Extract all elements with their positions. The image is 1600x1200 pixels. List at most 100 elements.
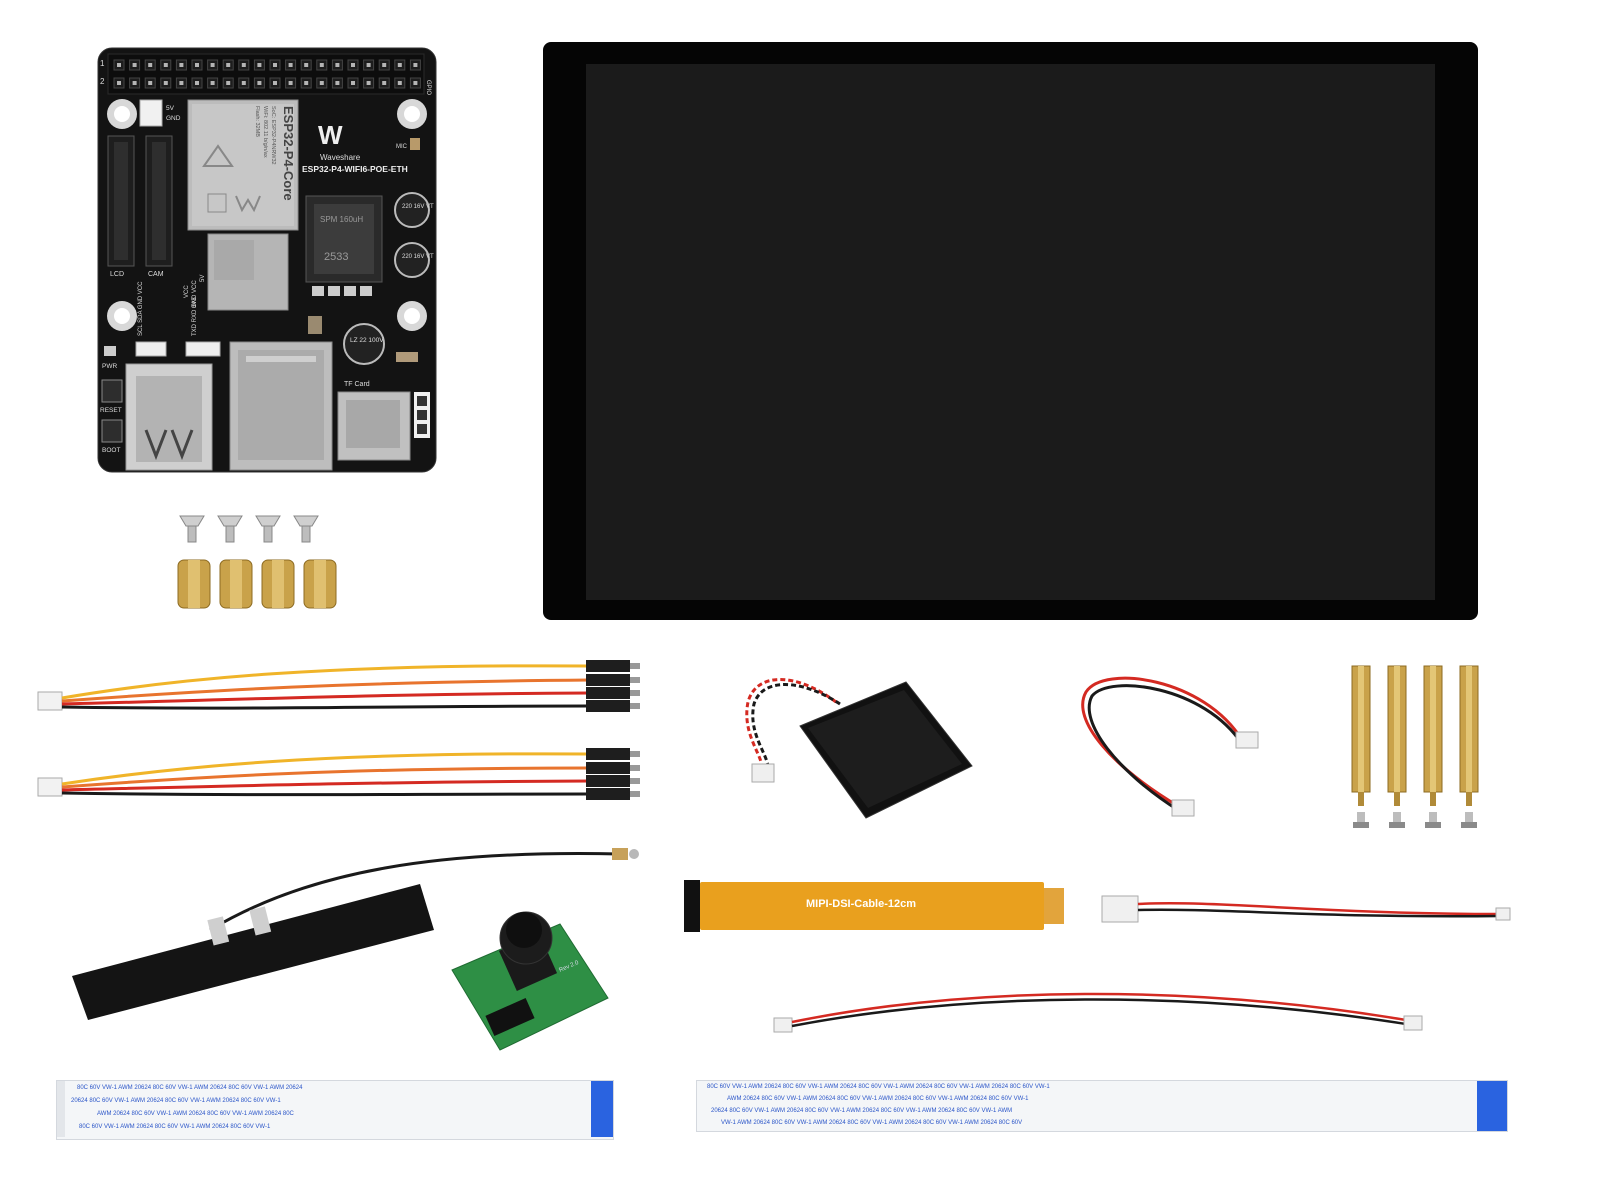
mounting-hole-tl bbox=[107, 99, 137, 129]
reset-label: RESET bbox=[100, 407, 122, 414]
fpc-short-print-4: 80C 60V VW-1 AWM 20624 80C 60V VW-1 AWM … bbox=[79, 1124, 271, 1130]
warning-triangle-icon bbox=[202, 144, 234, 167]
brand-text: Waveshare bbox=[320, 153, 361, 162]
5v-label: 5V bbox=[166, 105, 175, 112]
brass-standoff-short bbox=[261, 559, 295, 609]
logo-text: W bbox=[318, 120, 343, 150]
esp32-p4-core-module: ESP32-P4-Core SoC: ESP32-P4NRW32 WiFi: 8… bbox=[187, 99, 299, 231]
fpc-long-print-1: 80C 60V VW-1 AWM 20624 80C 60V VW-1 AWM … bbox=[707, 1084, 1050, 1090]
fpc-long-print-4: VW-1 AWM 20624 80C 60V VW-1 AWM 20624 80… bbox=[721, 1120, 1023, 1126]
boot-label: BOOT bbox=[102, 447, 120, 454]
inductor-top-text: SPM 160uH bbox=[320, 215, 363, 224]
long-standoffs bbox=[1351, 665, 1479, 828]
brass-standoff-long bbox=[1459, 665, 1479, 806]
serial-cable-connector-b bbox=[1495, 907, 1511, 921]
brass-standoff-long bbox=[1423, 665, 1443, 806]
mic-label: MIC bbox=[396, 144, 408, 150]
camera-ribbon-connector bbox=[485, 998, 535, 1036]
boot-button[interactable] bbox=[101, 419, 123, 443]
power-cable-2pin bbox=[1081, 676, 1259, 817]
fpc-cable-long: 80C 60V VW-1 AWM 20624 80C 60V VW-1 AWM … bbox=[696, 1080, 1508, 1132]
capacitor-3-text: LZ 22 100V bbox=[350, 337, 384, 344]
cable-connector-b bbox=[1171, 799, 1195, 817]
jumper-wire-set bbox=[37, 660, 640, 800]
wifi-antenna bbox=[72, 848, 639, 1020]
sh-connector-2 bbox=[37, 777, 63, 797]
gpio-label: GPIO bbox=[425, 80, 431, 95]
usb-port bbox=[125, 363, 213, 471]
smd-components bbox=[312, 286, 372, 296]
battery-connector bbox=[751, 763, 775, 783]
capacitor-2-text: 220 16V VT bbox=[402, 254, 434, 260]
screw bbox=[255, 515, 281, 543]
power-connector bbox=[139, 99, 163, 127]
ipex-connector bbox=[612, 848, 639, 860]
brass-standoff-short bbox=[177, 559, 211, 609]
module-soc: SoC: ESP32-P4NRW32 bbox=[270, 106, 276, 165]
long-cable-connector-b bbox=[1403, 1015, 1423, 1031]
brass-standoff-short bbox=[303, 559, 337, 609]
mounting-hole-mr bbox=[397, 301, 427, 331]
mipi-dsi-flex-cable: MIPI-DSI-Cable-12cm bbox=[684, 880, 1064, 932]
esp32-p4-board: 1 2 GPIO 5V GND LCD CAM ESP32-P4-Core So… bbox=[97, 47, 437, 473]
model-text: ESP32-P4-WIFI6-POE-ETH bbox=[302, 164, 408, 174]
capacitor-1-text: 220 16V VT bbox=[402, 204, 434, 210]
reset-button[interactable] bbox=[101, 379, 123, 403]
ethernet-port bbox=[229, 341, 333, 471]
module-title: ESP32-P4-Core bbox=[281, 106, 296, 201]
camera-lens bbox=[498, 911, 558, 992]
capacitor-1: 220 16V VT bbox=[394, 192, 434, 228]
capacitor-2: 220 16V VT bbox=[394, 242, 434, 278]
module-flash: Flash: 32MB bbox=[254, 106, 260, 137]
jumper-header bbox=[414, 392, 430, 438]
screw bbox=[217, 515, 243, 543]
long-power-cable bbox=[773, 992, 1423, 1033]
uart-connector bbox=[185, 341, 221, 357]
gpio-header bbox=[107, 53, 425, 95]
fpc-short-print-3: AWM 20624 80C 60V VW-1 AWM 20624 80C 60V… bbox=[97, 1111, 294, 1117]
serial-cable-connector-a bbox=[1101, 895, 1139, 923]
gnd-label: GND bbox=[166, 115, 181, 122]
power-inductor: SPM 160uH 2533 bbox=[305, 195, 383, 283]
lcd-connector bbox=[107, 135, 135, 267]
tf-card-label: TF Card bbox=[344, 381, 370, 388]
waveshare-logo-icon bbox=[235, 195, 261, 213]
fpc-cable-short: 80C 60V VW-1 AWM 20624 80C 60V VW-1 AWM … bbox=[56, 1080, 614, 1140]
mounting-hole-tr bbox=[397, 99, 427, 129]
lcd-display bbox=[543, 42, 1478, 620]
long-cable-connector-a bbox=[773, 1017, 793, 1033]
inductor-bottom-text: 2533 bbox=[324, 251, 348, 263]
screw bbox=[179, 515, 205, 543]
screw bbox=[1389, 812, 1405, 828]
pwr-label: PWR bbox=[102, 363, 117, 370]
fpc-long-print-2: AWM 20624 80C 60V VW-1 AWM 20624 80C 60V… bbox=[727, 1096, 1029, 1102]
cable-connector-a bbox=[1235, 731, 1259, 749]
dupont-cable-1 bbox=[37, 660, 640, 712]
dupont-cable-2 bbox=[37, 748, 640, 800]
microphone bbox=[410, 138, 420, 150]
fpc-short-print-2: 20624 80C 60V VW-1 AWM 20624 80C 60V VW-… bbox=[71, 1098, 281, 1104]
pin2-label: 2 bbox=[100, 77, 105, 86]
screw bbox=[293, 515, 319, 543]
rtc-battery-pack bbox=[745, 678, 973, 819]
fpc-short-print-1: 80C 60V VW-1 AWM 20624 80C 60V VW-1 AWM … bbox=[77, 1085, 303, 1091]
sh-connector-1 bbox=[37, 691, 63, 711]
smd-resistor bbox=[396, 352, 418, 362]
screw bbox=[1353, 812, 1369, 828]
i2c-connector bbox=[135, 341, 167, 357]
5v-select-label: 5V bbox=[200, 275, 206, 282]
tf-card-slot bbox=[337, 391, 411, 461]
i2c-pins-label: SCL SDA GND VCC bbox=[138, 281, 144, 336]
capacitor-3: LZ 22 100V bbox=[343, 323, 385, 365]
camera-module: Rev 2.0 bbox=[451, 911, 609, 1051]
brass-standoff-long bbox=[1387, 665, 1407, 806]
brass-standoff-short bbox=[219, 559, 253, 609]
smd-capacitor bbox=[308, 316, 322, 334]
pin1-label: 1 bbox=[100, 59, 105, 68]
screw bbox=[1425, 812, 1441, 828]
weee-icon bbox=[207, 193, 227, 213]
uart-pins-label: TXD RXD GND VCC bbox=[192, 280, 198, 336]
vcc-label: VCC bbox=[184, 285, 190, 298]
flex-cable-label: MIPI-DSI-Cable-12cm bbox=[806, 898, 917, 910]
mounting-hole-ml bbox=[107, 301, 137, 331]
